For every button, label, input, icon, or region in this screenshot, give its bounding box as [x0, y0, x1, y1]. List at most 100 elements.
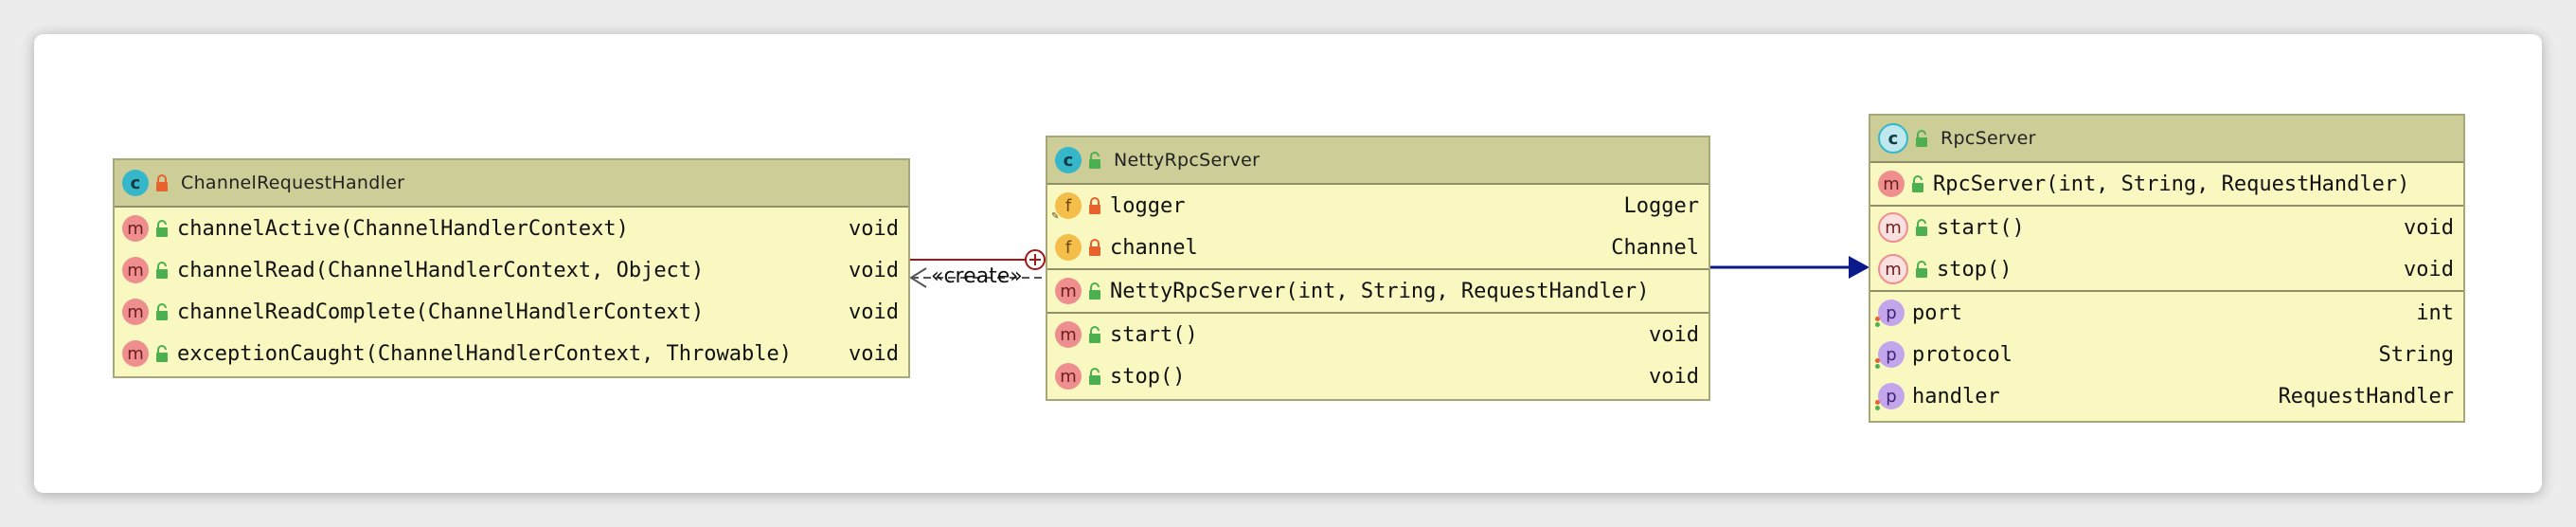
inheritance-arrowhead — [1849, 256, 1869, 279]
constructors-section: m RpcServer(int, String, RequestHandler) — [1870, 163, 2463, 207]
public-lock-icon — [156, 345, 168, 362]
private-lock-icon — [1089, 239, 1100, 256]
constructor-name: NettyRpcServer(int, String, RequestHandl… — [1110, 279, 1650, 303]
method-icon: m — [1055, 321, 1082, 348]
class-channel-request-handler[interactable]: c ChannelRequestHandler m channelActive(… — [113, 158, 910, 378]
field-letter: f — [1064, 195, 1072, 216]
method-type: void — [849, 341, 899, 366]
method-type: void — [849, 258, 899, 282]
property-letter: p — [1886, 302, 1897, 323]
method-type: void — [849, 216, 899, 241]
method-type: void — [1649, 364, 1699, 389]
method-row[interactable]: m channelRead(ChannelHandlerContext, Obj… — [115, 249, 908, 291]
method-type: void — [2404, 257, 2454, 282]
field-name: logger — [1110, 193, 1186, 218]
fields-section: f✎ logger Logger f channel Channel — [1047, 185, 1708, 270]
method-type: void — [1649, 322, 1699, 347]
constructor-row[interactable]: m RpcServer(int, String, RequestHandler) — [1870, 163, 2463, 205]
method-type: void — [2404, 215, 2454, 240]
public-lock-icon — [1089, 368, 1100, 385]
method-icon: m — [122, 299, 149, 325]
method-row[interactable]: m stop() void — [1870, 248, 2463, 290]
class-header[interactable]: c ChannelRequestHandler — [115, 160, 908, 208]
method-row[interactable]: m stop() void — [1047, 355, 1708, 397]
method-name: stop() — [1110, 364, 1186, 389]
public-lock-icon — [156, 262, 168, 279]
public-lock-icon — [1089, 152, 1100, 169]
method-name: channelReadComplete(ChannelHandlerContex… — [177, 300, 705, 324]
property-letter: p — [1886, 386, 1897, 407]
create-arrowhead — [909, 267, 927, 288]
property-letter: p — [1886, 344, 1897, 365]
static-pin-icon: ✎ — [1051, 211, 1060, 222]
method-icon: m — [1055, 278, 1082, 304]
static-field-icon: f✎ — [1051, 192, 1082, 222]
property-type: RequestHandler — [2278, 384, 2454, 409]
class-rpc-server[interactable]: c RpcServer m RpcServer(int, String, Req… — [1869, 114, 2465, 423]
field-icon: f — [1055, 234, 1082, 261]
class-icon: c — [122, 170, 149, 196]
constructors-section: m NettyRpcServer(int, String, RequestHan… — [1047, 270, 1708, 314]
property-name: port — [1912, 300, 1962, 325]
class-title: NettyRpcServer — [1114, 150, 1261, 171]
constructor-name: RpcServer(int, String, RequestHandler) — [1933, 172, 2410, 196]
public-lock-icon — [156, 303, 168, 320]
class-netty-rpc-server[interactable]: c NettyRpcServer f✎ logger Logger f chan… — [1046, 136, 1710, 401]
method-name: start() — [1937, 215, 2025, 240]
property-row[interactable]: p protocol String — [1870, 334, 2463, 375]
class-header[interactable]: c NettyRpcServer — [1047, 137, 1708, 185]
field-row[interactable]: f channel Channel — [1047, 227, 1708, 268]
accessor-dots-icon — [1875, 358, 1881, 370]
property-type: String — [2378, 342, 2454, 367]
method-icon: m — [122, 257, 149, 283]
public-lock-icon — [156, 220, 168, 237]
private-lock-icon — [1089, 197, 1100, 214]
public-lock-icon — [1912, 175, 1923, 192]
method-row[interactable]: m start() void — [1870, 207, 2463, 248]
field-type: Channel — [1611, 235, 1699, 260]
method-row[interactable]: m exceptionCaught(ChannelHandlerContext,… — [115, 333, 908, 374]
method-row[interactable]: m start() void — [1047, 314, 1708, 355]
property-icon: p — [1875, 300, 1905, 328]
accessor-dots-icon — [1875, 400, 1881, 411]
methods-section: m start() void m stop() void — [1047, 314, 1708, 397]
public-lock-icon — [1916, 219, 1927, 236]
methods-section: m channelActive(ChannelHandlerContext) v… — [115, 208, 908, 374]
property-name: handler — [1912, 384, 2000, 409]
method-row[interactable]: m channelReadComplete(ChannelHandlerCont… — [115, 291, 908, 333]
method-name: channelRead(ChannelHandlerContext, Objec… — [177, 258, 705, 282]
public-lock-icon — [1089, 326, 1100, 343]
public-lock-icon — [1916, 130, 1927, 147]
method-type: void — [849, 300, 899, 324]
constructor-row[interactable]: m NettyRpcServer(int, String, RequestHan… — [1047, 270, 1708, 312]
property-type: int — [2416, 300, 2454, 325]
property-icon: p — [1875, 341, 1905, 370]
method-icon: m — [122, 340, 149, 367]
abstract-method-icon: m — [1878, 254, 1908, 284]
method-name: exceptionCaught(ChannelHandlerContext, T… — [177, 341, 793, 366]
field-row[interactable]: f✎ logger Logger — [1047, 185, 1708, 227]
property-row[interactable]: p handler RequestHandler — [1870, 375, 2463, 417]
accessor-dots-icon — [1875, 317, 1881, 328]
property-row[interactable]: p port int — [1870, 292, 2463, 334]
properties-section: p port int p protocol String p handler R… — [1870, 292, 2463, 417]
property-icon: p — [1875, 383, 1905, 411]
field-name: channel — [1110, 235, 1198, 260]
private-lock-icon — [156, 174, 168, 191]
class-title: RpcServer — [1941, 128, 2036, 149]
method-name: stop() — [1937, 257, 2012, 282]
class-icon: c — [1055, 147, 1082, 173]
inner-class-marker — [1025, 249, 1046, 270]
create-label: «create» — [931, 264, 1023, 288]
abstract-class-icon: c — [1878, 123, 1908, 154]
class-header[interactable]: c RpcServer — [1870, 116, 2463, 163]
class-title: ChannelRequestHandler — [181, 173, 405, 193]
methods-section: m start() void m stop() void — [1870, 207, 2463, 292]
method-icon: m — [122, 215, 149, 242]
method-row[interactable]: m channelActive(ChannelHandlerContext) v… — [115, 208, 908, 249]
abstract-method-icon: m — [1878, 212, 1908, 243]
public-lock-icon — [1089, 282, 1100, 300]
property-name: protocol — [1912, 342, 2012, 367]
field-type: Logger — [1623, 193, 1699, 218]
